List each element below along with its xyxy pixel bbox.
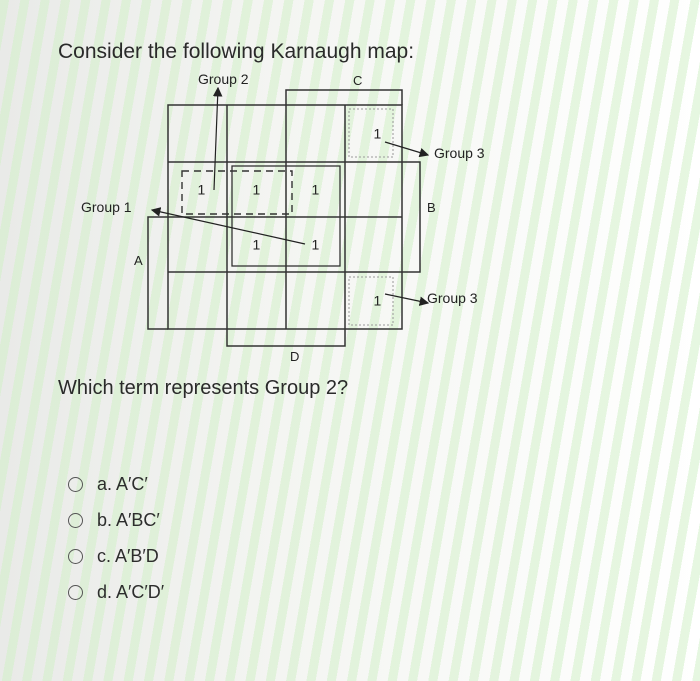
- kmap-cell-value: 1: [253, 237, 261, 253]
- kmap-cell-value: 1: [312, 182, 320, 198]
- group1-arrow: [150, 207, 306, 245]
- radio-icon[interactable]: [68, 512, 83, 528]
- kmap-cell-value: 1: [253, 182, 261, 198]
- var-c-label: C: [353, 73, 362, 88]
- kmap-cell-value: 1: [374, 126, 382, 142]
- option-b[interactable]: b. A′BC′: [68, 502, 164, 538]
- group2-arrow: [212, 86, 223, 191]
- group3-top-arrow: [384, 141, 430, 158]
- kmap-cell-value: 1: [374, 293, 382, 309]
- option-c[interactable]: c. A′B′D: [68, 538, 164, 574]
- group2-label: Group 2: [198, 71, 249, 87]
- option-c-label: c. A′B′D: [97, 545, 159, 566]
- var-b-label: B: [427, 200, 436, 215]
- radio-icon[interactable]: [68, 548, 83, 564]
- group1-label: Group 1: [81, 199, 132, 215]
- group3-bottom-label: Group 3: [427, 290, 478, 306]
- radio-icon[interactable]: [68, 476, 83, 492]
- radio-icon[interactable]: [68, 584, 83, 600]
- group2-loop: [181, 170, 293, 215]
- option-d[interactable]: d. A′C′D′: [68, 574, 164, 610]
- group-square: [231, 165, 341, 267]
- group3-top-label: Group 3: [434, 145, 485, 161]
- option-d-label: d. A′C′D′: [97, 581, 165, 602]
- var-a-label: A: [134, 253, 143, 268]
- answer-options: a. A′C′ b. A′BC′ c. A′B′D d. A′C′D′: [68, 466, 164, 610]
- variable-brackets: [147, 89, 421, 347]
- kmap-cell-value: 1: [312, 237, 320, 253]
- option-a[interactable]: a. A′C′: [68, 466, 164, 502]
- group3-bottom-loop: [348, 276, 394, 326]
- option-b-label: b. A′BC′: [97, 509, 160, 530]
- var-d-label: D: [290, 349, 299, 364]
- option-a-label: a. A′C′: [97, 473, 148, 494]
- kmap-grid: [167, 104, 403, 330]
- group3-top-loop: [348, 108, 394, 158]
- question-intro: Consider the following Karnaugh map:: [58, 40, 415, 63]
- group3-bottom-arrow: [384, 293, 430, 306]
- question-text: Which term represents Group 2?: [58, 377, 349, 399]
- kmap-cell-value: 1: [198, 182, 206, 198]
